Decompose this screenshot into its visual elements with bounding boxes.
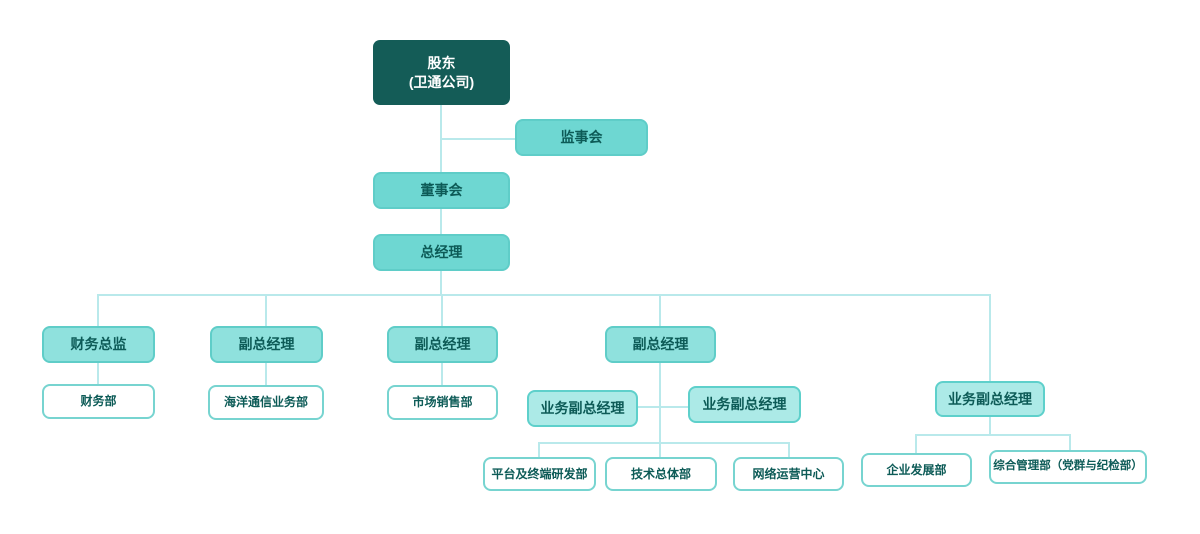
connector-dgm1-marine-dept	[265, 362, 267, 386]
connector-drop-finance-director	[97, 294, 99, 327]
node-finance-director-label: 财务总监	[70, 336, 127, 353]
node-marine-comm-dept-label: 海洋通信业务部	[223, 395, 308, 410]
connector-drop-deputy-gm-1	[265, 294, 267, 327]
node-deputy-gm-1-label: 副总经理	[238, 336, 295, 353]
node-business-deputy-gm-mid-label: 业务副总经理	[702, 396, 787, 413]
connector-drop-general-mgmt-dept	[1069, 434, 1071, 451]
node-finance-director: 财务总监	[42, 326, 155, 363]
node-finance-dept-label: 财务部	[80, 394, 117, 409]
connector-dgm3-sub-bus	[659, 362, 661, 458]
node-deputy-gm-2-label: 副总经理	[414, 336, 471, 353]
node-network-ops-center: 网络运营中心	[733, 457, 844, 491]
node-platform-terminal-rd-dept-label: 平台及终端研发部	[491, 466, 588, 481]
node-platform-terminal-rd-dept: 平台及终端研发部	[483, 457, 596, 491]
node-supervisory-board: 监事会	[515, 119, 648, 156]
connector-drop-deputy-gm-2	[441, 294, 443, 327]
node-board-of-directors: 董事会	[373, 172, 510, 209]
node-shareholder-line2: (卫通公司)	[408, 73, 475, 90]
connector-main-bus	[97, 294, 991, 296]
connector-drop-network-center	[788, 442, 790, 458]
connector-sub-bus-right	[915, 434, 1071, 436]
connector-gm-bus	[440, 271, 442, 296]
node-general-mgmt-dept: 综合管理部（党群与纪检部）	[989, 450, 1147, 484]
node-general-mgmt-dept-label: 综合管理部（党群与纪检部）	[993, 460, 1143, 473]
connector-drop-deputy-gm-3	[659, 294, 661, 327]
node-deputy-gm-2: 副总经理	[387, 326, 498, 363]
node-shareholder-line1: 股东	[427, 54, 456, 71]
node-deputy-gm-3: 副总经理	[605, 326, 716, 363]
node-finance-dept: 财务部	[42, 384, 155, 419]
node-business-deputy-gm-right-label: 业务副总经理	[948, 390, 1032, 407]
connector-business-deputy-gm-stub	[637, 406, 689, 408]
node-shareholder: 股东 (卫通公司)	[373, 40, 510, 105]
connector-dgm2-sales-dept	[441, 362, 443, 386]
node-deputy-gm-3-label: 副总经理	[632, 336, 689, 353]
node-tech-general-dept-label: 技术总体部	[630, 466, 691, 481]
node-marketing-sales-dept: 市场销售部	[387, 385, 498, 420]
node-general-manager: 总经理	[373, 234, 510, 271]
connector-cfo-finance-dept	[97, 362, 99, 385]
connector-drop-business-deputy-gm-right	[989, 294, 991, 382]
connector-sub-bus-middle	[538, 442, 790, 444]
node-business-deputy-gm-right: 业务副总经理	[935, 381, 1045, 417]
connector-board-gm	[440, 209, 442, 235]
connector-bdgm-right-down	[989, 416, 991, 436]
node-business-deputy-gm-mid: 业务副总经理	[688, 386, 801, 423]
node-marine-comm-dept: 海洋通信业务部	[208, 385, 324, 420]
node-business-deputy-gm-left: 业务副总经理	[527, 390, 638, 427]
node-general-manager-label: 总经理	[420, 244, 463, 261]
node-enterprise-dev-dept-label: 企业发展部	[886, 462, 947, 477]
node-tech-general-dept: 技术总体部	[605, 457, 717, 491]
node-network-ops-center-label: 网络运营中心	[752, 466, 825, 481]
node-supervisory-board-label: 监事会	[560, 129, 603, 146]
node-deputy-gm-1: 副总经理	[210, 326, 323, 363]
node-business-deputy-gm-left-label: 业务副总经理	[540, 400, 625, 417]
node-marketing-sales-dept-label: 市场销售部	[412, 395, 473, 410]
node-enterprise-dev-dept: 企业发展部	[861, 453, 972, 487]
connector-shareholder-supervisory	[440, 138, 516, 140]
node-board-of-directors-label: 董事会	[420, 182, 463, 199]
connector-drop-enterprise-dept	[915, 434, 917, 454]
connector-drop-platform-dept	[538, 442, 540, 458]
